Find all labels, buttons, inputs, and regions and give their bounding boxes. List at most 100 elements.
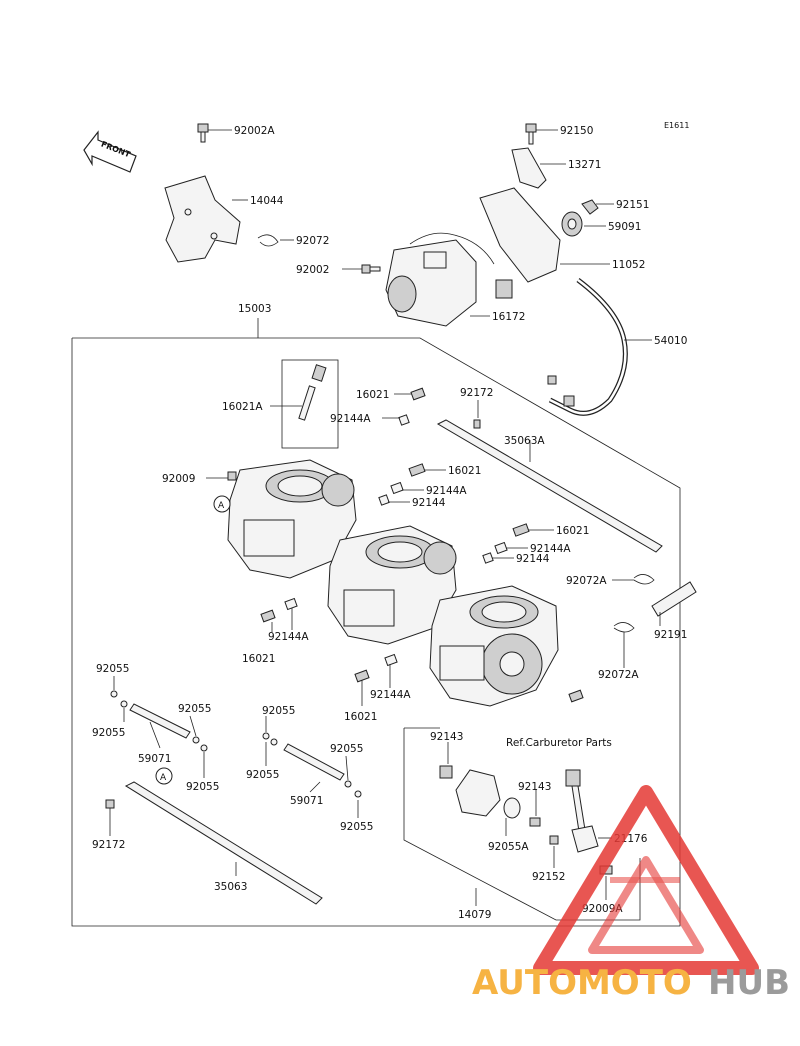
callout-92150: 92150 xyxy=(560,125,593,137)
callout-92055-1: 92055 xyxy=(96,663,129,675)
oring-92144A-r xyxy=(494,541,508,555)
callout-14079: 14079 xyxy=(458,909,491,921)
link-rod-35063A xyxy=(436,419,663,553)
callout-92144A-r: 92144A xyxy=(530,543,571,555)
link-rod-35063 xyxy=(124,781,323,905)
callout-16172: 16172 xyxy=(492,311,525,323)
callout-11052: 11052 xyxy=(612,259,645,271)
callout-92002: 92002 xyxy=(296,264,329,276)
bolt-92150 xyxy=(525,123,537,145)
bolt-92009 xyxy=(227,471,237,481)
shaft-59071-l xyxy=(110,690,208,752)
nut-92151 xyxy=(581,199,599,215)
ref-marker-a-2: A xyxy=(155,767,173,785)
oring-92144A-mid xyxy=(390,481,404,495)
callout-92009: 92009 xyxy=(162,473,195,485)
callout-92055-2: 92055 xyxy=(92,727,125,739)
connector-plug xyxy=(495,279,513,299)
callout-15003: 15003 xyxy=(238,303,271,315)
callout-92055-8: 92055 xyxy=(340,821,373,833)
oring-92144A-c xyxy=(384,653,398,667)
bracket-14044 xyxy=(164,175,241,263)
callout-92151: 92151 xyxy=(616,199,649,211)
diagram-code: E1611 xyxy=(664,121,689,130)
bolt-92002A xyxy=(197,123,209,143)
callout-92144A-mid: 92144A xyxy=(426,485,467,497)
oring-92144-mid xyxy=(378,494,390,506)
carburetor-2 xyxy=(327,525,457,645)
screw-92172-top xyxy=(473,419,481,429)
callout-92002A: 92002A xyxy=(234,125,275,137)
oring-92144A-top xyxy=(398,414,410,426)
ref-marker-a-1: A xyxy=(213,495,231,513)
subassembly-outline-14079 xyxy=(403,727,641,921)
callout-92072A-top: 92072A xyxy=(566,575,607,587)
callout-92144A-c: 92144A xyxy=(370,689,411,701)
callout-92144A-l: 92144A xyxy=(268,631,309,643)
motor-16172 xyxy=(385,232,495,327)
callout-92055A: 92055A xyxy=(488,841,529,853)
screw-92172-low xyxy=(105,799,115,809)
svg-text:A: A xyxy=(160,773,167,783)
callout-92144-r: 92144 xyxy=(516,553,550,565)
callout-92144A-top: 92144A xyxy=(330,413,371,425)
carburetor-1 xyxy=(227,459,357,579)
callout-92143-top: 92143 xyxy=(430,731,463,743)
svg-text:A: A xyxy=(218,501,225,511)
clip-92072A-low xyxy=(613,622,635,633)
screw-16021-top xyxy=(410,387,426,401)
callout-59091: 59091 xyxy=(608,221,641,233)
screw-16021-r xyxy=(512,523,530,537)
callout-13271: 13271 xyxy=(568,159,601,171)
oring-92144A-l xyxy=(284,597,298,611)
callout-35063: 35063 xyxy=(214,881,247,893)
clip-92072A-top xyxy=(633,574,655,585)
callout-92191: 92191 xyxy=(654,629,687,641)
bracket-13271 xyxy=(511,147,547,189)
grommet-59091 xyxy=(561,211,583,237)
callout-92055-6: 92055 xyxy=(246,769,279,781)
callout-59071-l: 59071 xyxy=(138,753,171,765)
needle-box xyxy=(281,359,339,449)
callout-16021-r: 16021 xyxy=(556,525,589,537)
callout-16021-c: 16021 xyxy=(344,711,377,723)
callout-59071-r: 59071 xyxy=(290,795,323,807)
callout-92055-5: 92055 xyxy=(262,705,295,717)
callout-14044: 14044 xyxy=(250,195,284,207)
watermark-text-1: AUTOMOTO xyxy=(472,963,692,1003)
callout-16021-l: 16021 xyxy=(242,653,275,665)
watermark-logo: AUTOMOTO HUB xyxy=(472,785,790,1003)
callout-92072A-low: 92072A xyxy=(598,669,639,681)
harness-54010 xyxy=(547,278,628,416)
carburetor-3 xyxy=(429,585,559,707)
callout-92055-4: 92055 xyxy=(186,781,219,793)
clip-92072 xyxy=(257,234,279,247)
screw-16021-l xyxy=(260,609,276,623)
callout-16021-mid: 16021 xyxy=(448,465,481,477)
callout-35063A: 35063A xyxy=(504,435,545,447)
hose-92191 xyxy=(651,581,697,617)
jet-needle-16021A xyxy=(298,364,327,421)
bolt-92002 xyxy=(361,264,381,274)
callout-92055-3: 92055 xyxy=(178,703,211,715)
callout-92144-mid: 92144 xyxy=(412,497,446,509)
ref-note: Ref.Carburetor Parts xyxy=(506,737,612,749)
callout-92072: 92072 xyxy=(296,235,329,247)
callout-16021A: 16021A xyxy=(222,401,263,413)
bolt-ref xyxy=(568,689,584,703)
lever-parts xyxy=(439,765,613,875)
oring-92144-r xyxy=(482,552,494,564)
callout-92172-top: 92172 xyxy=(460,387,493,399)
assembly-outline-15003 xyxy=(71,337,681,927)
shaft-59071-r xyxy=(262,732,362,798)
callout-16021-top: 16021 xyxy=(356,389,389,401)
leader-lines xyxy=(109,129,661,906)
bracket-11052 xyxy=(479,187,561,283)
callout-54010: 54010 xyxy=(654,335,687,347)
callout-92143-mid: 92143 xyxy=(518,781,551,793)
callout-92172-low: 92172 xyxy=(92,839,125,851)
screw-16021-mid xyxy=(408,463,426,477)
watermark-text-2: HUB xyxy=(708,963,790,1003)
front-arrow-icon: FRONT xyxy=(83,130,137,173)
